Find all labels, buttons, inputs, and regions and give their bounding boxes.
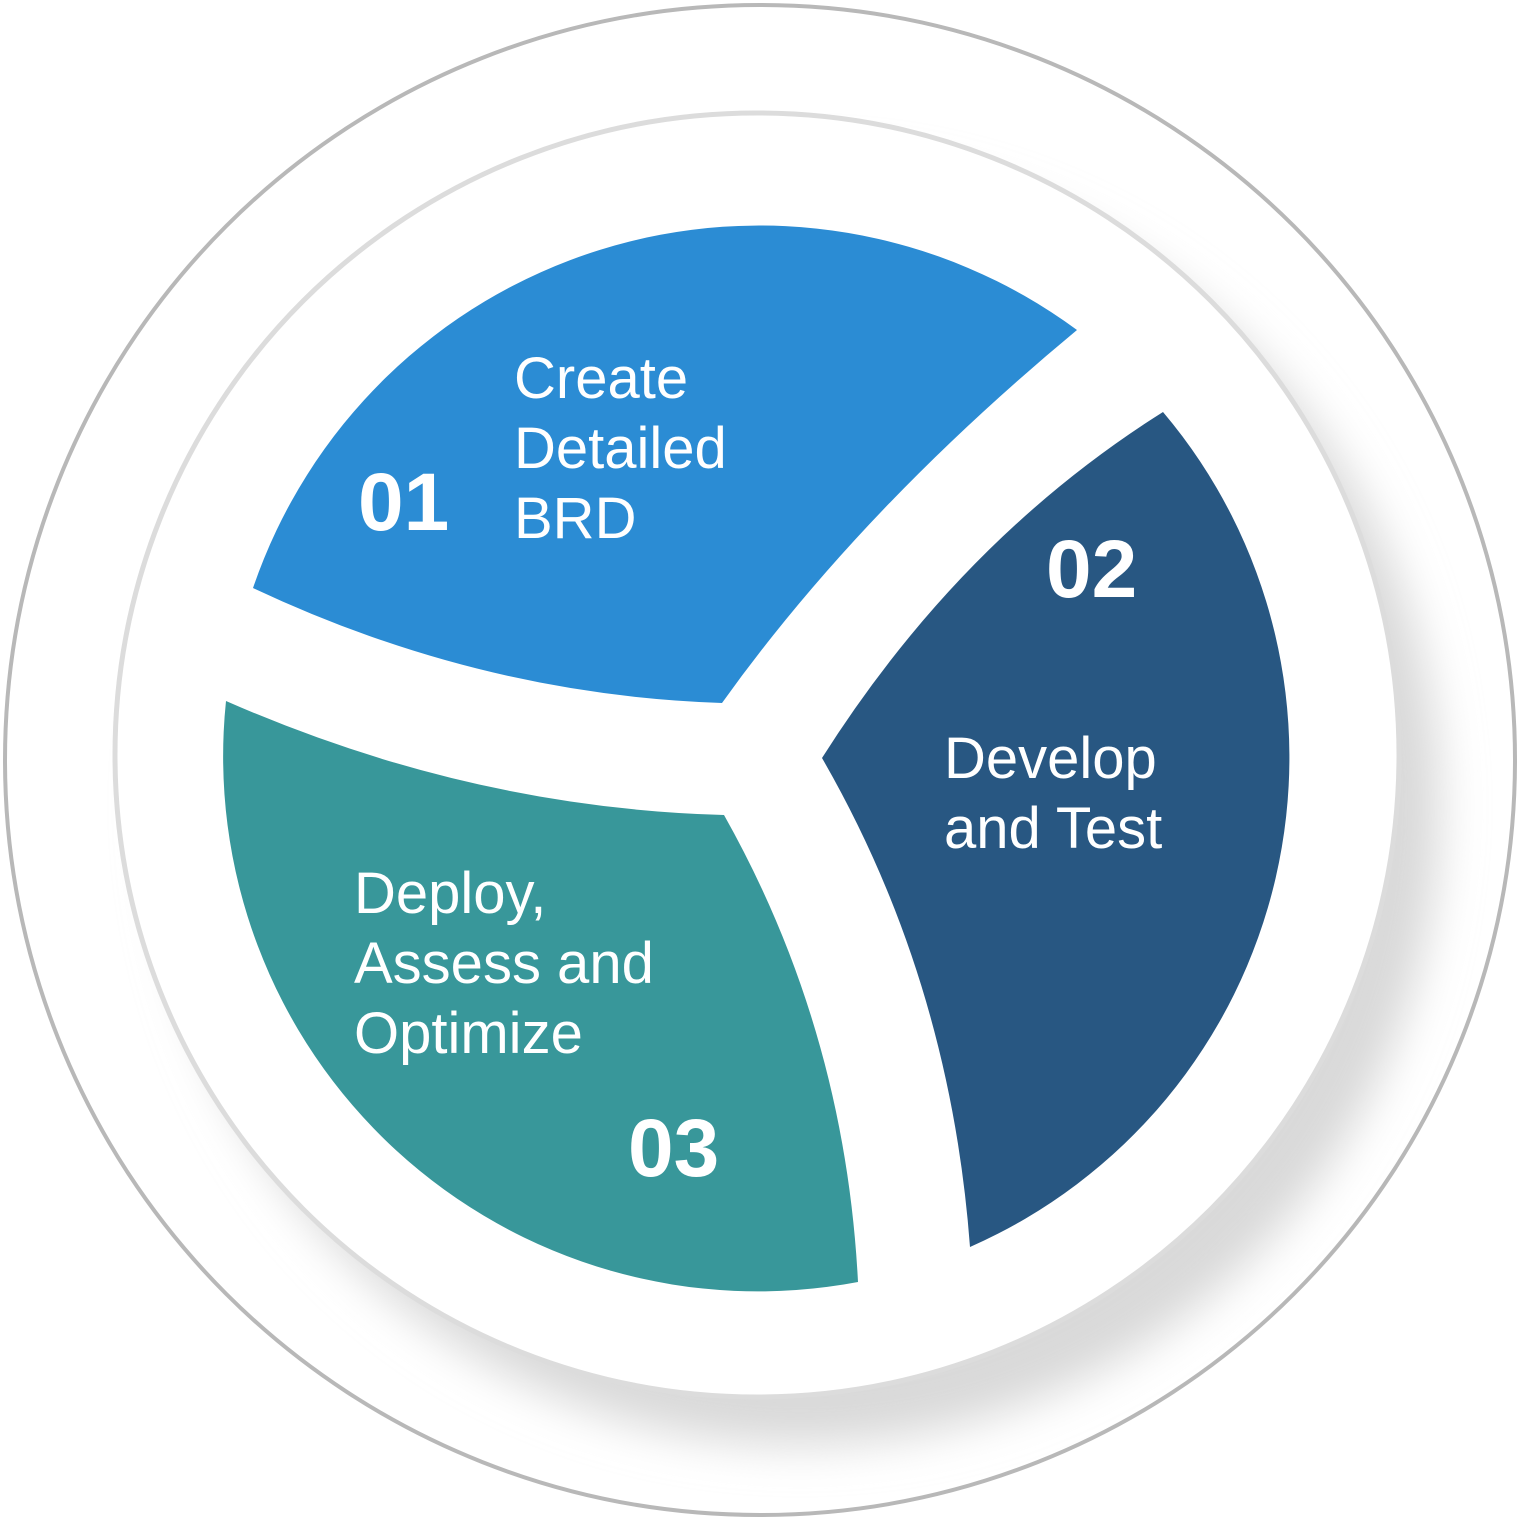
segment-03 — [223, 701, 859, 1292]
step-03-label: Deploy, Assess and Optimize — [354, 861, 670, 1066]
step-01-label-line: Detailed — [514, 416, 727, 481]
step-03-label-line: Deploy, — [354, 861, 546, 926]
step-02-label-line: Develop — [944, 726, 1157, 791]
step-02-number: 02 — [1046, 524, 1137, 615]
segment-01 — [253, 225, 1077, 703]
step-01-label-line: Create — [514, 346, 688, 411]
step-01-label-line: BRD — [514, 486, 636, 551]
step-03-label-line: Optimize — [354, 1001, 583, 1066]
step-03-number: 03 — [628, 1103, 719, 1194]
step-02-label-line: and Test — [944, 796, 1162, 861]
step-01-number: 01 — [358, 457, 449, 548]
step-01-label: Create Detailed BRD — [514, 346, 743, 551]
segment-02 — [822, 412, 1290, 1247]
step-03-label-line: Assess and — [354, 931, 654, 996]
step-02-label: Develop and Test — [944, 726, 1173, 861]
